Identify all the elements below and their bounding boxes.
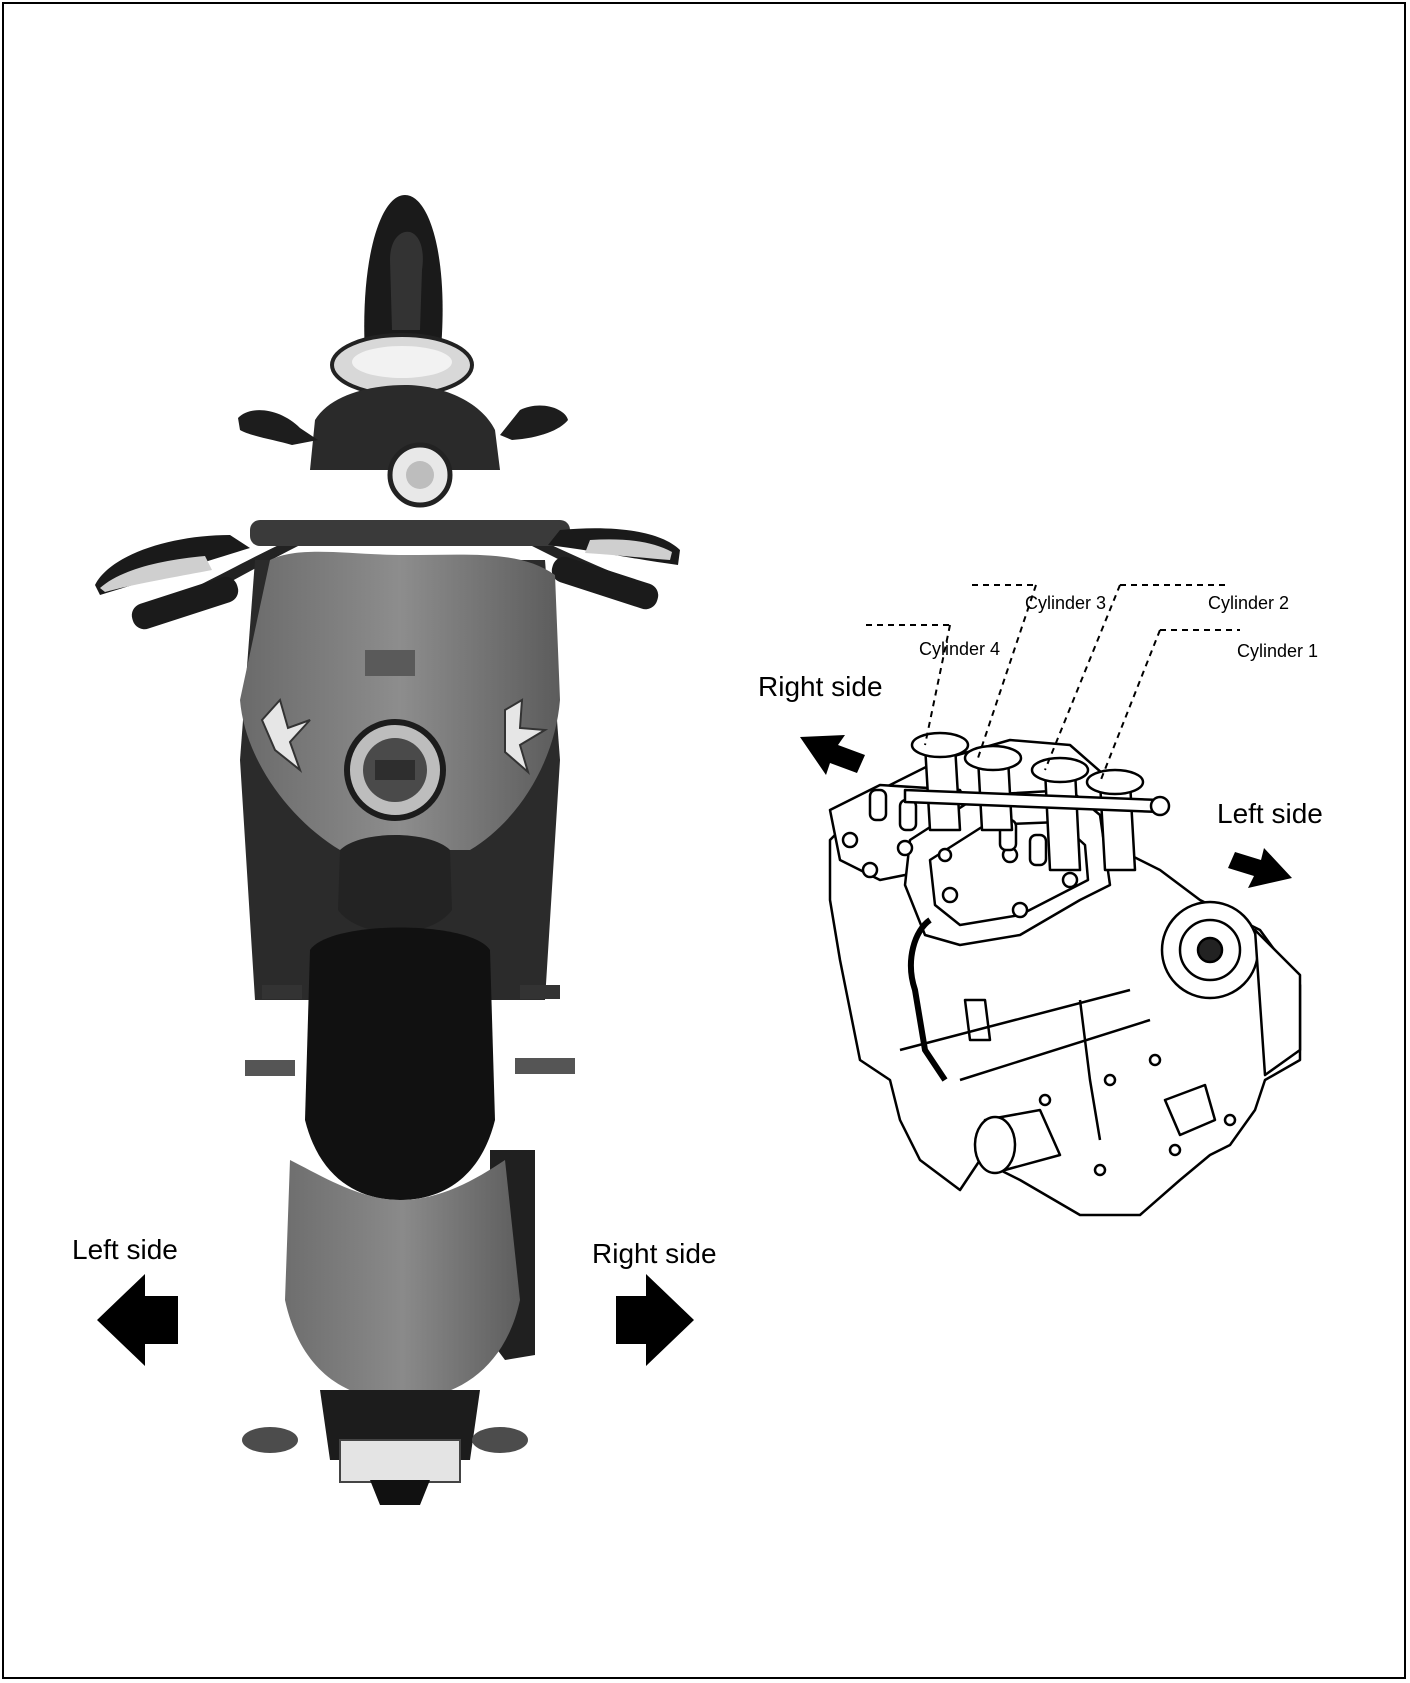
cylinder-2-label: Cylinder 2: [1208, 594, 1289, 612]
cylinder-4-label: Cylinder 4: [919, 640, 1000, 658]
arrow-left-icon: [97, 1274, 178, 1366]
motorcycle-right-side-label: Right side: [592, 1240, 717, 1268]
arrow-right-icon: [616, 1274, 694, 1366]
arrow-up-left-icon: [800, 735, 865, 775]
arrow-down-right-icon: [1228, 848, 1292, 888]
engine-left-side-label: Left side: [1217, 800, 1323, 828]
engine-right-side-label: Right side: [758, 673, 883, 701]
cylinder-1-label: Cylinder 1: [1237, 642, 1318, 660]
cylinder-3-label: Cylinder 3: [1025, 594, 1106, 612]
motorcycle-left-side-label: Left side: [72, 1236, 178, 1264]
